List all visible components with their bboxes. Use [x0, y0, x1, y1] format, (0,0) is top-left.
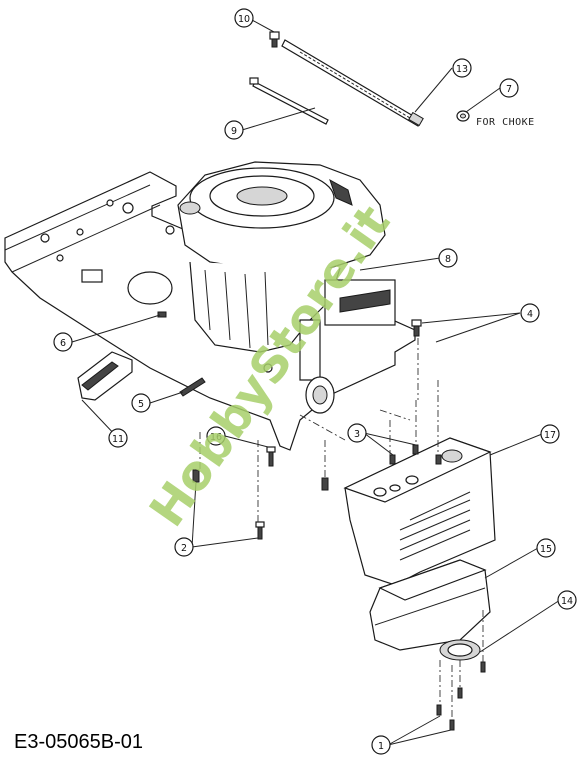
- shield-slots: [399, 491, 471, 561]
- svg-text:9: 9: [231, 126, 237, 137]
- callout-10: 10: [234, 8, 254, 28]
- bracket-11: [77, 351, 133, 401]
- callout-17: 17: [540, 424, 560, 444]
- svg-text:5: 5: [138, 399, 144, 410]
- callout-11: 11: [108, 428, 128, 448]
- svg-text:14: 14: [561, 596, 573, 607]
- svg-text:6: 6: [60, 338, 66, 349]
- callout-13: 13: [452, 58, 472, 78]
- heat-shield: [343, 437, 496, 586]
- svg-text:1: 1: [378, 741, 384, 752]
- assembly-lines: [199, 338, 484, 720]
- svg-text:7: 7: [506, 84, 512, 95]
- svg-text:15: 15: [540, 544, 552, 555]
- callout-8: 8: [438, 248, 458, 268]
- svg-text:10: 10: [238, 14, 250, 25]
- callout-1: 1: [371, 735, 391, 755]
- cable-tie: [249, 77, 329, 125]
- nut-7: [456, 110, 470, 122]
- muffler: [369, 559, 491, 661]
- callout-7: 7: [499, 78, 519, 98]
- svg-text:2: 2: [181, 543, 187, 554]
- drawing-number: E3-05065B-01: [14, 731, 143, 753]
- svg-text:16: 16: [210, 432, 222, 443]
- bolt-5: [179, 377, 206, 397]
- bolt-6: [157, 311, 167, 318]
- svg-text:8: 8: [445, 254, 451, 265]
- callout-6: 6: [53, 332, 73, 352]
- svg-text:3: 3: [354, 429, 360, 440]
- svg-text:13: 13: [456, 64, 468, 75]
- callout-9: 9: [224, 120, 244, 140]
- leader-lines: [71, 19, 561, 746]
- choke-rod: [281, 39, 424, 127]
- callout-14: 14: [557, 590, 577, 610]
- callout-16: 16: [206, 426, 226, 446]
- callout-2: 2: [174, 537, 194, 557]
- svg-text:11: 11: [112, 434, 124, 445]
- svg-text:4: 4: [527, 309, 533, 320]
- engine: [177, 161, 396, 414]
- svg-text:17: 17: [544, 430, 556, 441]
- bolt-4: [411, 319, 422, 337]
- callout-3: 3: [347, 423, 367, 443]
- callout-15: 15: [536, 538, 556, 558]
- screws-1: [436, 661, 486, 731]
- bolt-16: [266, 446, 276, 467]
- screw-10: [269, 31, 280, 48]
- note-for-choke: FOR CHOKE: [476, 117, 535, 128]
- callout-5: 5: [131, 393, 151, 413]
- callout-4: 4: [520, 303, 540, 323]
